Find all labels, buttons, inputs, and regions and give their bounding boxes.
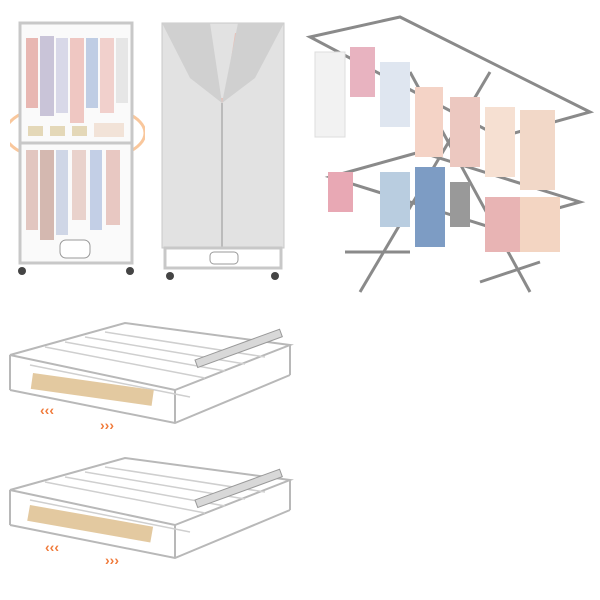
hanging-clothes-bottom — [26, 150, 120, 240]
heater-unit — [59, 239, 91, 259]
slide-rail — [194, 468, 283, 509]
pull-out-rack-image-1: ‹‹‹ ››› — [9, 321, 294, 433]
shoes-shelf — [28, 123, 124, 137]
wooden-handle — [30, 373, 154, 406]
arrow-left-icon: ‹‹‹ — [45, 539, 59, 555]
rack-frame — [9, 321, 294, 425]
wooden-handle — [27, 504, 154, 543]
arrow-right-icon: ››› — [100, 417, 114, 433]
rack-frame — [9, 456, 294, 560]
hanging-clothes-top — [26, 36, 128, 123]
arrow-left-icon: ‹‹‹ — [40, 402, 54, 418]
covered-clothes-dryer-image — [161, 22, 285, 280]
hanging-laundry-bottom — [328, 167, 560, 252]
open-clothes-dryer-image — [10, 21, 145, 275]
hanging-laundry-top — [314, 47, 555, 190]
winged-drying-rack-image — [305, 15, 595, 293]
arrow-right-icon: ››› — [105, 552, 119, 568]
pull-out-rack-image-2: ‹‹‹ ››› — [9, 456, 294, 568]
slide-rail — [194, 328, 283, 369]
